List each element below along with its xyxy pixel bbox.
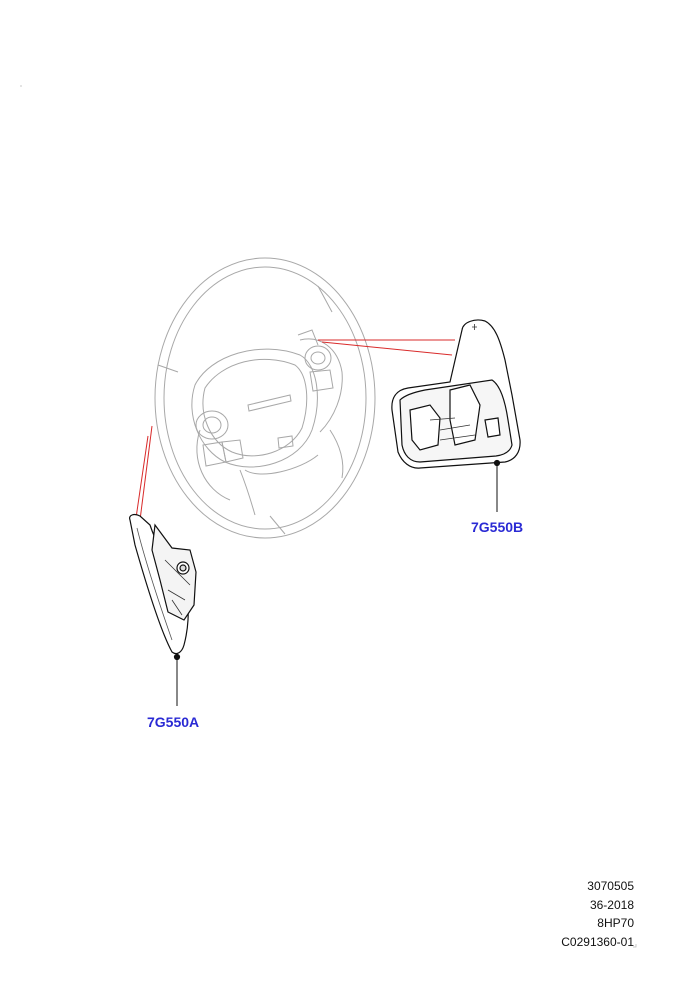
reference-date: 36-2018 [589,897,634,912]
reference-info-block: 3070505 36-2018 8HP70 C0291360-01 [561,877,634,951]
part-label-7G550A[interactable]: 7G550A [147,714,200,730]
steering-wheel [154,257,376,539]
part-label-7G550B[interactable]: 7G550B [471,519,524,535]
reference-illustration-id: C0291360-01 [561,934,634,949]
paddle-left-7G550A[interactable] [129,514,197,706]
corner-marks [20,85,637,948]
paddle-right-7G550B[interactable] [391,319,521,512]
callout-lines [135,339,455,521]
reference-transmission: 8HP70 [597,916,634,930]
reference-number: 3070505 [587,879,634,893]
